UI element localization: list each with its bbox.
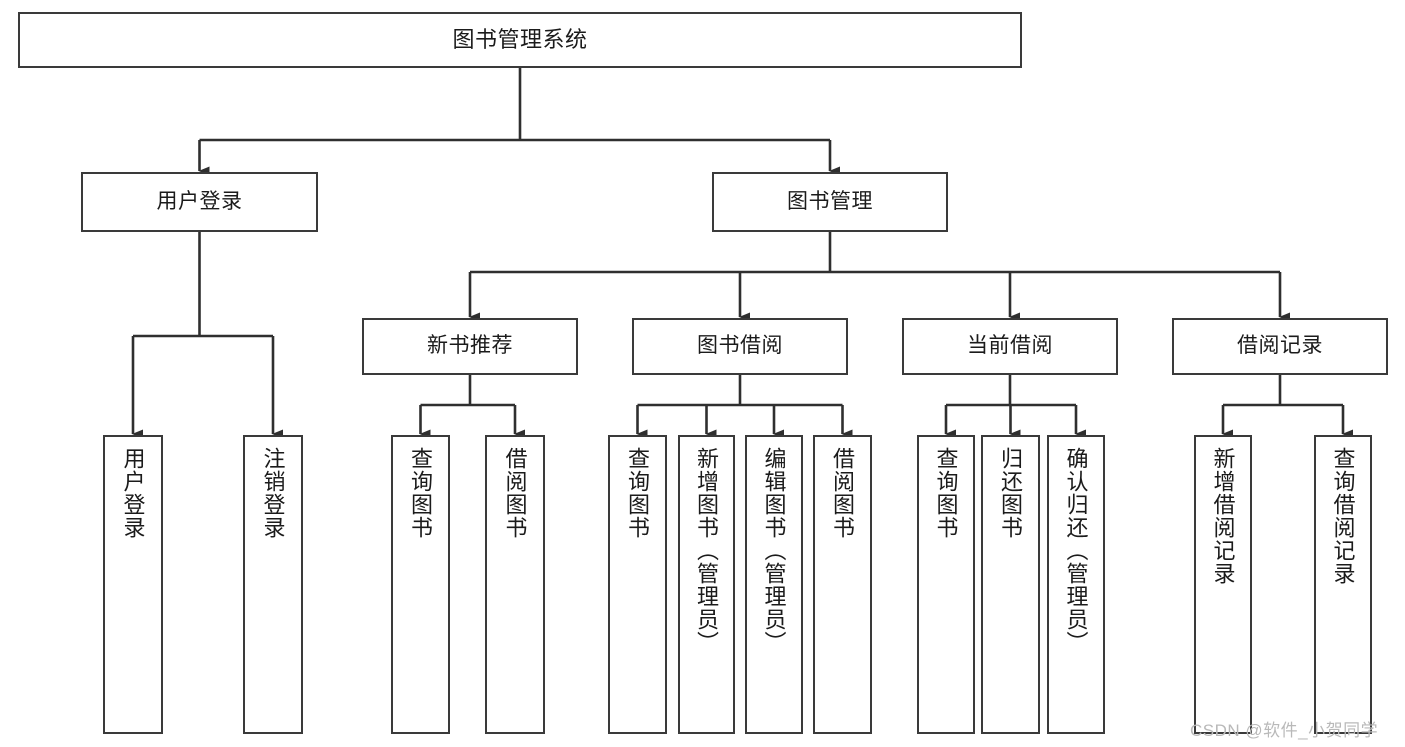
connector-lines bbox=[131, 68, 1353, 439]
node-l_qbook3[interactable]: 查询图书 bbox=[917, 435, 975, 734]
node-label: 用户登录 bbox=[156, 189, 243, 213]
node-l_logout[interactable]: 注销登录 bbox=[243, 435, 303, 734]
node-login[interactable]: 用户登录 bbox=[81, 172, 318, 232]
watermark-text: CSDN @软件_小贺同学 bbox=[1190, 721, 1379, 740]
node-borrow[interactable]: 图书借阅 bbox=[632, 318, 848, 375]
node-label: 编辑图书（管理员） bbox=[761, 447, 787, 654]
node-label: 图书借阅 bbox=[697, 334, 783, 358]
node-label: 用户登录 bbox=[120, 447, 146, 539]
node-l_addrec[interactable]: 新增借阅记录 bbox=[1194, 435, 1252, 734]
node-label: 查询图书 bbox=[625, 447, 651, 539]
node-newrec[interactable]: 新书推荐 bbox=[362, 318, 578, 375]
node-label: 图书管理系统 bbox=[452, 27, 588, 53]
node-label: 查询借阅记录 bbox=[1330, 447, 1356, 585]
node-label: 注销登录 bbox=[260, 447, 286, 539]
node-root[interactable]: 图书管理系统 bbox=[18, 12, 1022, 68]
node-label: 归还图书 bbox=[998, 447, 1024, 539]
node-label: 图书管理 bbox=[787, 189, 873, 213]
node-l_login[interactable]: 用户登录 bbox=[103, 435, 163, 734]
node-l_editbook[interactable]: 编辑图书（管理员） bbox=[745, 435, 803, 734]
node-bookmgmt[interactable]: 图书管理 bbox=[712, 172, 948, 232]
node-label: 借阅图书 bbox=[502, 447, 528, 539]
node-l_addbook[interactable]: 新增图书（管理员） bbox=[678, 435, 735, 734]
node-l_qrec[interactable]: 查询借阅记录 bbox=[1314, 435, 1372, 734]
node-label: 借阅记录 bbox=[1237, 334, 1323, 358]
node-current[interactable]: 当前借阅 bbox=[902, 318, 1118, 375]
node-l_return[interactable]: 归还图书 bbox=[981, 435, 1040, 734]
node-label: 新增图书（管理员） bbox=[694, 447, 720, 654]
node-l_confirm[interactable]: 确认归还（管理员） bbox=[1047, 435, 1105, 734]
node-label: 当前借阅 bbox=[967, 334, 1053, 358]
node-l_qbook2[interactable]: 查询图书 bbox=[608, 435, 667, 734]
node-label: 新增借阅记录 bbox=[1210, 447, 1236, 585]
node-label: 借阅图书 bbox=[830, 447, 856, 539]
node-label: 查询图书 bbox=[408, 447, 434, 539]
node-l_bbook1[interactable]: 借阅图书 bbox=[485, 435, 545, 734]
node-label: 新书推荐 bbox=[427, 334, 513, 358]
node-records[interactable]: 借阅记录 bbox=[1172, 318, 1388, 375]
node-label: 查询图书 bbox=[933, 447, 959, 539]
node-label: 确认归还（管理员） bbox=[1063, 447, 1089, 654]
node-l_bbook2[interactable]: 借阅图书 bbox=[813, 435, 872, 734]
node-l_qbook1[interactable]: 查询图书 bbox=[391, 435, 450, 734]
